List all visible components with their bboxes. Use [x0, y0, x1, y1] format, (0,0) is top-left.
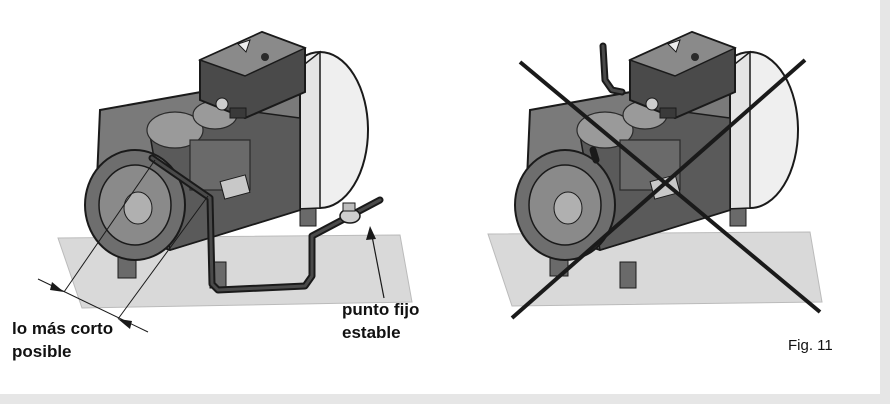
label-fixed-point-line2: estable — [342, 323, 401, 342]
pipe-stub-side — [589, 146, 600, 164]
cross-mark-icon-stroke-1 — [518, 60, 822, 314]
dimension-line-1 — [63, 159, 156, 293]
compressor-illustration-left — [37, 30, 413, 333]
label-fixed-point-line1: punto fijo — [342, 300, 420, 319]
arrow-icon-dim-start — [50, 282, 64, 292]
arrow-icon-dim-end — [118, 319, 132, 329]
dimension-line-2 — [117, 195, 209, 320]
left-panel-correct: lo más corto posible punto fijo estable — [12, 30, 420, 361]
cross-mark-icon-stroke-2 — [510, 58, 807, 320]
compressor-illustration-right — [487, 30, 823, 320]
label-shortest-line1: lo más corto — [12, 319, 114, 338]
leader-line — [371, 235, 385, 299]
label-shortest-line2: posible — [12, 342, 72, 361]
right-panel-incorrect: Fig. 11 — [450, 0, 891, 404]
figure-caption: Fig. 11 — [788, 337, 833, 354]
arrow-icon-fixed-point — [366, 226, 376, 240]
